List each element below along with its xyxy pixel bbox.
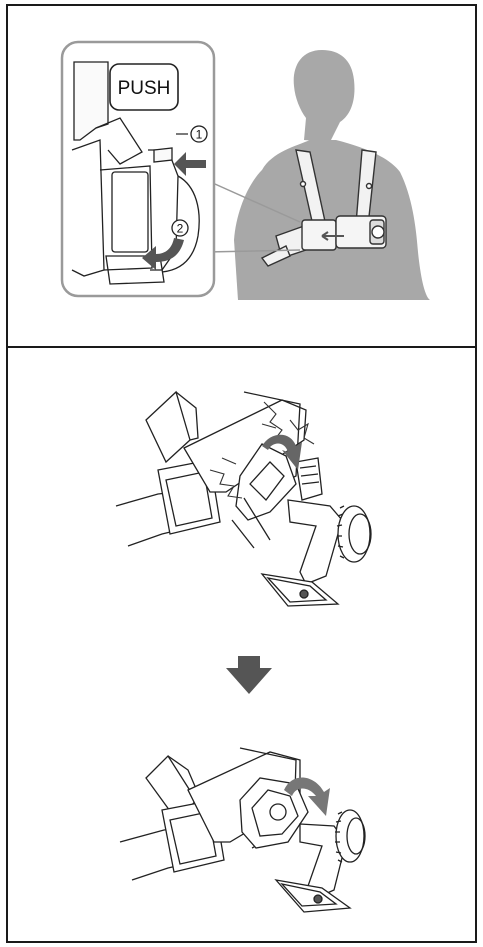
detail-callout: PUSH 1 2 (62, 42, 214, 296)
mount-illustration-before (116, 392, 371, 606)
mount-illustration-after (120, 748, 365, 912)
next-step-arrow (226, 656, 272, 694)
push-label: PUSH (118, 78, 171, 99)
step-2-label: 2 (177, 222, 184, 236)
step-1-label: 1 (196, 128, 203, 142)
person-silhouette (234, 50, 430, 300)
